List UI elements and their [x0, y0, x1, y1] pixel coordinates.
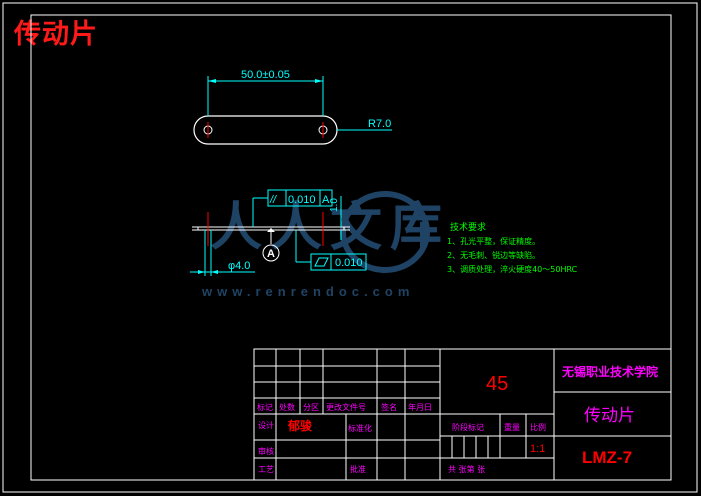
tech-requirements: 技术要求 1、孔光平整，保证精度。 2、无毛刺、锐边等缺陷。 3、调质处理，淬火… — [447, 221, 578, 274]
title-block — [253, 348, 672, 481]
material-text: 45 — [486, 373, 508, 395]
datum-marker-letter: A — [267, 248, 275, 260]
tech-item: 2、无毛刺、锐边等缺陷。 — [447, 250, 540, 260]
datum-marker — [262, 228, 280, 262]
flatness-frame — [295, 230, 367, 271]
length-dimension-text: 50.0±0.05 — [241, 69, 290, 81]
watermark: 人人文库 www.renrendoc.com — [201, 191, 450, 299]
review-label: 审核 — [258, 446, 274, 456]
sheets-label: 共 张第 张 — [448, 464, 485, 474]
designer-name: 郁骏 — [287, 418, 313, 433]
stage-label: 阶段标记 — [452, 422, 484, 432]
flatness-value: 0.010 — [335, 257, 363, 269]
hole-dimension — [190, 230, 255, 276]
tech-heading: 技术要求 — [450, 221, 486, 233]
design-label: 设计 — [258, 420, 274, 430]
part-top-view — [193, 115, 338, 145]
scale-label: 比例 — [530, 422, 546, 432]
thickness-text: 1.0 — [329, 198, 340, 212]
scale-value: 1:1 — [530, 443, 545, 455]
length-dimension — [207, 76, 324, 116]
tech-item: 1、孔光平整，保证精度。 — [447, 236, 540, 246]
tech-item: 3、调质处理，淬火硬度40～50HRC — [447, 264, 578, 274]
part-outline — [193, 115, 338, 145]
page-title: 传动片 — [14, 19, 98, 50]
header-label-change-doc: 更改文件号 — [326, 402, 366, 412]
parallelism-frame — [252, 189, 333, 227]
parallelism-symbol: // — [269, 194, 277, 206]
header-label-date: 年月日 — [408, 402, 432, 412]
parallelism-value: 0.010 — [288, 194, 316, 206]
approve-label: 批准 — [350, 464, 366, 474]
school-name: 无锡职业技术学院 — [561, 364, 658, 379]
weight-label: 重量 — [504, 422, 520, 432]
part-name: 传动片 — [584, 406, 635, 426]
parallelism-datum: A — [322, 194, 330, 206]
drawing-number: LMZ-7 — [582, 448, 632, 467]
radius-text: R7.0 — [368, 118, 391, 130]
process-label: 工艺 — [258, 465, 274, 474]
watermark-logo-text: 人人文库 — [210, 198, 450, 258]
standardize-label: 标准化 — [348, 423, 372, 433]
watermark-url: www.renrendoc.com — [201, 284, 414, 299]
header-label-count: 处数 — [279, 402, 295, 412]
hole-dimension-text: φ4.0 — [228, 260, 250, 272]
header-label-mark: 标记 — [257, 402, 273, 412]
watermark-logo-ring — [340, 191, 430, 273]
header-label-zone: 分区 — [303, 403, 319, 412]
header-label-signature: 签名 — [381, 402, 397, 412]
